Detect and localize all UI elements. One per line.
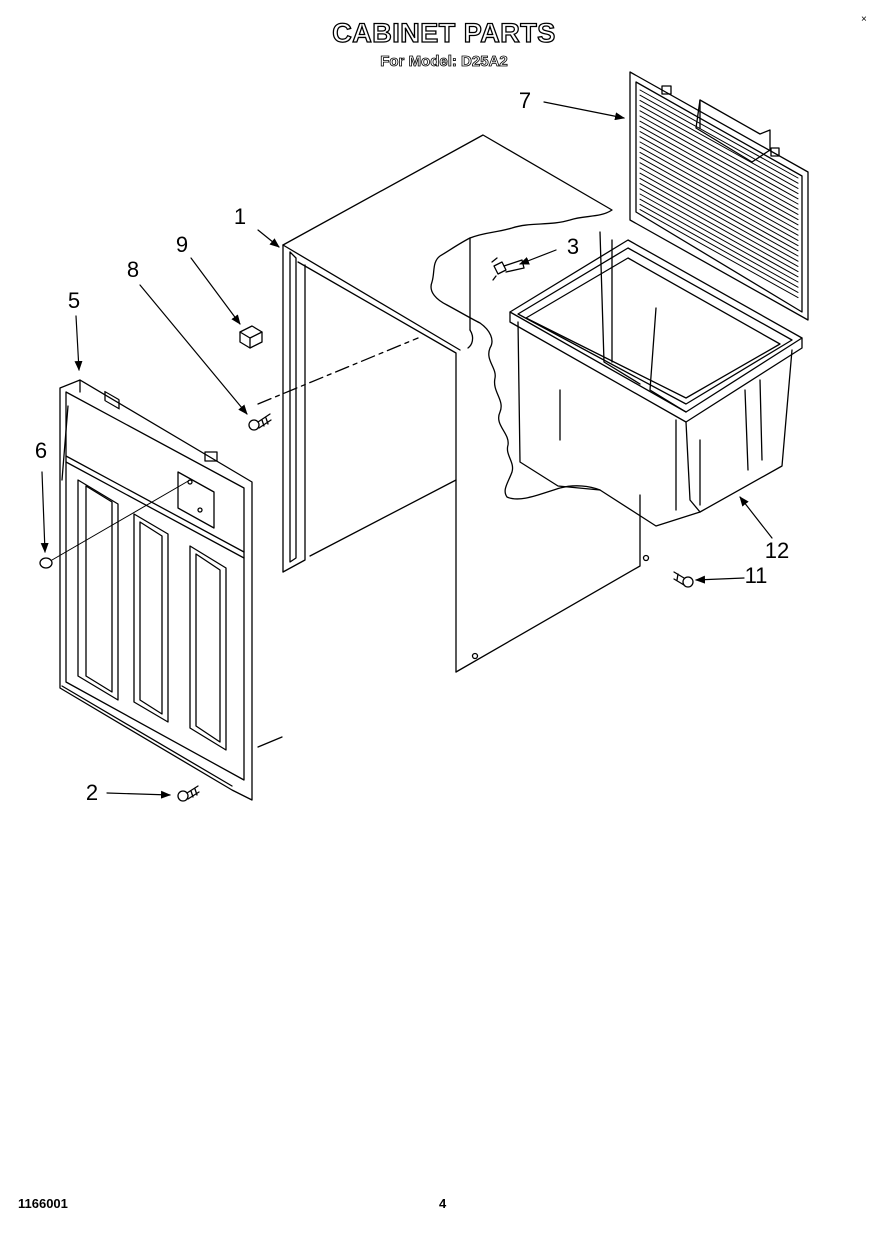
screw-part-2 — [177, 785, 200, 802]
screw-part-8 — [248, 413, 272, 431]
callout-6: 6 — [35, 438, 47, 463]
model-subtitle: For Model: D25A2 — [380, 53, 508, 71]
callout-2: 2 — [86, 780, 98, 805]
callout-3: 3 — [567, 234, 579, 259]
document-number: 1166001 — [18, 1196, 68, 1211]
corner-mark: × — [861, 14, 867, 25]
callout-7: 7 — [519, 88, 531, 113]
callout-5: 5 — [68, 288, 80, 313]
cabinet-part — [257, 134, 650, 673]
front-panel-part — [59, 379, 283, 801]
page-title: CABINET PARTS — [332, 17, 556, 48]
screw-part-11 — [673, 571, 694, 588]
tub-part — [509, 231, 803, 527]
callout-8: 8 — [127, 257, 139, 282]
grille-part — [629, 71, 809, 321]
leader-lines — [40, 101, 773, 799]
callout-12: 12 — [765, 538, 789, 563]
bumper-part-9 — [239, 325, 263, 349]
page-number: 4 — [439, 1196, 447, 1211]
callout-9: 9 — [176, 232, 188, 257]
callout-11: 11 — [745, 563, 768, 588]
callout-1: 1 — [234, 204, 246, 229]
fastener-part-3 — [491, 257, 525, 281]
plug-part-6 — [39, 557, 53, 569]
